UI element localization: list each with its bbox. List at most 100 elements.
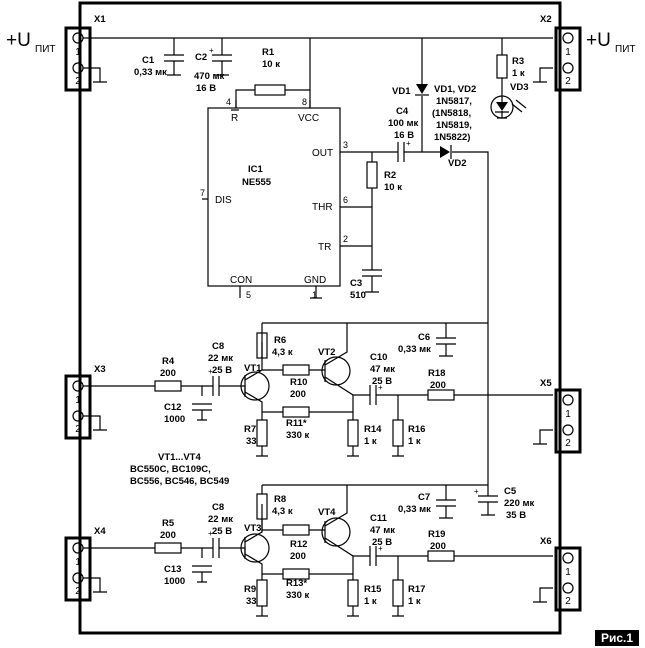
- label-text: NE555: [242, 177, 272, 188]
- label-text: +: [208, 367, 213, 376]
- label-text: R6: [274, 335, 286, 346]
- amp-channel-2: + + +: [83, 468, 553, 617]
- label-text: VT2: [318, 347, 335, 358]
- label-text: 2: [343, 234, 348, 244]
- label-text: 1: [565, 409, 571, 420]
- label-text: R7: [244, 424, 256, 435]
- label-text: VD2: [448, 158, 466, 169]
- label-text: 2: [75, 76, 81, 87]
- part-labels: C1 0,33 мк C2 470 мк 16 В R1 10 к R3 1 к…: [130, 47, 535, 607]
- label-text: 1: [75, 557, 81, 568]
- label-text: X3: [94, 364, 106, 375]
- label-text: 47 мк: [370, 525, 395, 536]
- label-text: 4,3 к: [272, 506, 293, 517]
- label-text: BC556, BC546, BC549: [130, 476, 229, 487]
- label-text: 510: [350, 290, 366, 301]
- label-text: R2: [384, 170, 396, 181]
- label-text: VT1...VT4: [158, 452, 201, 463]
- label-text: TR: [318, 242, 331, 253]
- label-text: CON: [230, 275, 252, 286]
- label-text: 200: [290, 551, 306, 562]
- label-text: 25 В: [212, 365, 232, 376]
- label-text: OUT: [312, 148, 333, 159]
- label-text: +: [406, 139, 411, 148]
- label-text: C3: [350, 278, 362, 289]
- label-text: +: [208, 529, 213, 538]
- pump-wiring: +: [352, 139, 489, 468]
- label-text: ПИТ: [615, 44, 635, 55]
- label-text: 200: [290, 389, 306, 400]
- label-text: BC550C, BC109C,: [130, 464, 211, 475]
- label-text: ПИТ: [35, 44, 55, 55]
- label-text: 25 В: [372, 537, 392, 548]
- label-text: R10: [290, 377, 307, 388]
- label-text: 2: [565, 438, 571, 449]
- label-text: 1N5822): [434, 132, 470, 143]
- figure-label: Рис.1: [594, 630, 639, 646]
- label-text: C5: [504, 486, 517, 497]
- label-text: 33: [246, 436, 257, 447]
- label-text: 1: [565, 567, 571, 578]
- label-text: 1 к: [364, 596, 377, 607]
- label-text: 10 к: [262, 59, 280, 70]
- label-text: R16: [408, 424, 425, 435]
- label-text: 1: [75, 395, 81, 406]
- label-text: X2: [540, 14, 552, 25]
- connector-x2: 1 2 X2: [540, 14, 582, 92]
- label-text: R19: [428, 529, 445, 540]
- label-text: X4: [94, 526, 106, 537]
- label-text: R5: [162, 518, 175, 529]
- label-text: +: [474, 487, 479, 496]
- label-text: R9: [244, 584, 256, 595]
- supply-label-right: +U ПИТ: [586, 30, 635, 55]
- label-text: 200: [430, 380, 446, 391]
- label-text: 200: [160, 368, 176, 379]
- label-text: C11: [370, 513, 388, 524]
- label-text: +U: [6, 30, 31, 51]
- label-text: VT4: [318, 507, 336, 518]
- label-text: IC1: [248, 164, 264, 175]
- ic1-ne555: R VCC OUT DIS THR TR CON GND IC1 NE555 4…: [200, 97, 372, 300]
- label-text: 330 к: [286, 430, 309, 441]
- label-text: 16 В: [394, 130, 414, 141]
- label-text: R12: [290, 539, 307, 550]
- label-text: 2: [565, 76, 571, 87]
- label-text: 10 к: [384, 182, 402, 193]
- label-text: (1N5818,: [432, 108, 471, 119]
- label-text: C13: [164, 564, 181, 575]
- connector-x6: 1 2 X6: [540, 536, 582, 612]
- label-text: 25 В: [372, 376, 392, 387]
- label-text: VT1: [244, 363, 262, 374]
- label-text: R3: [512, 56, 524, 67]
- label-text: R18: [428, 368, 445, 379]
- label-text: GND: [304, 275, 326, 286]
- label-text: R4: [162, 356, 175, 367]
- label-text: 470 мк: [194, 71, 225, 82]
- label-text: R17: [408, 584, 425, 595]
- label-text: +: [209, 46, 214, 55]
- label-text: 0,33 мк: [398, 504, 431, 515]
- label-text: R13*: [286, 578, 307, 589]
- label-text: 1 к: [512, 68, 525, 79]
- label-text: R1: [262, 47, 275, 58]
- amp-channel-1: + +: [83, 322, 553, 457]
- supply-wiring: +: [83, 37, 553, 152]
- label-text: C6: [418, 332, 430, 343]
- label-text: 2: [75, 586, 81, 597]
- label-text: R8: [274, 494, 286, 505]
- label-text: R15: [364, 584, 382, 595]
- label-text: C12: [164, 402, 181, 413]
- label-text: 8: [302, 97, 307, 107]
- label-text: 1N5817,: [436, 96, 472, 107]
- connector-x3: 1 2 X3: [64, 364, 106, 440]
- label-text: 1 к: [364, 436, 377, 447]
- label-text: X1: [94, 14, 106, 25]
- label-text: 1 к: [408, 436, 421, 447]
- label-text: VD1, VD2: [434, 84, 476, 95]
- label-text: 1: [565, 47, 571, 58]
- label-text: 47 мк: [370, 364, 395, 375]
- label-text: C10: [370, 352, 387, 363]
- label-text: 25 В: [212, 526, 232, 537]
- label-text: 1N5819,: [436, 120, 472, 131]
